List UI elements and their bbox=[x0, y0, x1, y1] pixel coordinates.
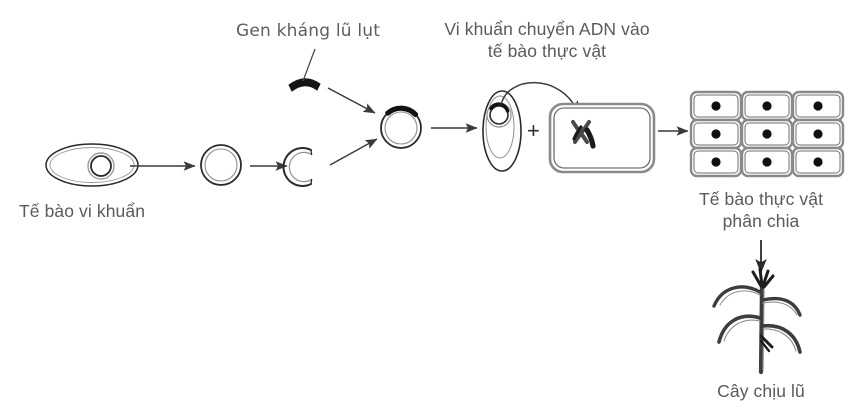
nucleus-dot bbox=[813, 129, 823, 139]
label-bacterial-cell: Tế bào vi khuẩn bbox=[19, 201, 146, 221]
nucleus-dot bbox=[762, 157, 772, 167]
plasmid-recombinant-figure bbox=[380, 105, 422, 149]
plus-icon: + bbox=[527, 118, 540, 143]
label-dividing-cells-line2: phân chia bbox=[722, 211, 800, 231]
nucleus-dot bbox=[813, 157, 823, 167]
nucleus-dot bbox=[711, 157, 721, 167]
nucleus-dot bbox=[813, 101, 823, 111]
label-dna-transfer-line2: tế bào thực vật bbox=[487, 41, 607, 61]
arrow-gene-to-recombinant bbox=[327, 87, 376, 114]
bacterial-cell-figure bbox=[45, 143, 139, 187]
label-dividing-cells-line1: Tế bào thực vật bbox=[698, 189, 824, 209]
nucleus-dot bbox=[762, 101, 772, 111]
arrow-dna-transfer-curve bbox=[500, 81, 579, 114]
grid-cell bbox=[689, 146, 743, 178]
gene-label-leader-line bbox=[302, 48, 316, 82]
plasmid-closed-figure bbox=[200, 144, 242, 186]
grid-cell bbox=[791, 118, 845, 150]
inserted-gene-arc bbox=[385, 105, 419, 118]
nucleus-dot bbox=[711, 101, 721, 111]
label-dna-transfer-line1: Vi khuẩn chuyển ADN vào bbox=[444, 19, 650, 39]
grid-cell bbox=[791, 90, 845, 122]
bacterium-carrier-figure bbox=[482, 90, 522, 172]
plant-figure bbox=[712, 267, 802, 375]
plant-cell-grid-figure bbox=[689, 90, 845, 178]
grid-cell bbox=[689, 118, 743, 150]
grid-cell bbox=[740, 90, 794, 122]
grid-cell bbox=[791, 146, 845, 178]
chromosome-icon bbox=[571, 120, 596, 149]
gene-fragment-icon bbox=[288, 78, 321, 92]
grid-cell bbox=[740, 146, 794, 178]
grid-cell bbox=[689, 90, 743, 122]
plant-cell-figure bbox=[548, 102, 656, 174]
nucleus-dot bbox=[711, 129, 721, 139]
arrow-cut-to-recombinant bbox=[329, 138, 378, 166]
plasmid-cut-figure bbox=[282, 147, 313, 187]
label-gene: Gen kháng lũ lụt bbox=[236, 21, 381, 41]
grid-cell bbox=[740, 118, 794, 150]
label-flood-tolerant-plant: Cây chịu lũ bbox=[717, 381, 805, 401]
nucleus-dot bbox=[762, 129, 772, 139]
